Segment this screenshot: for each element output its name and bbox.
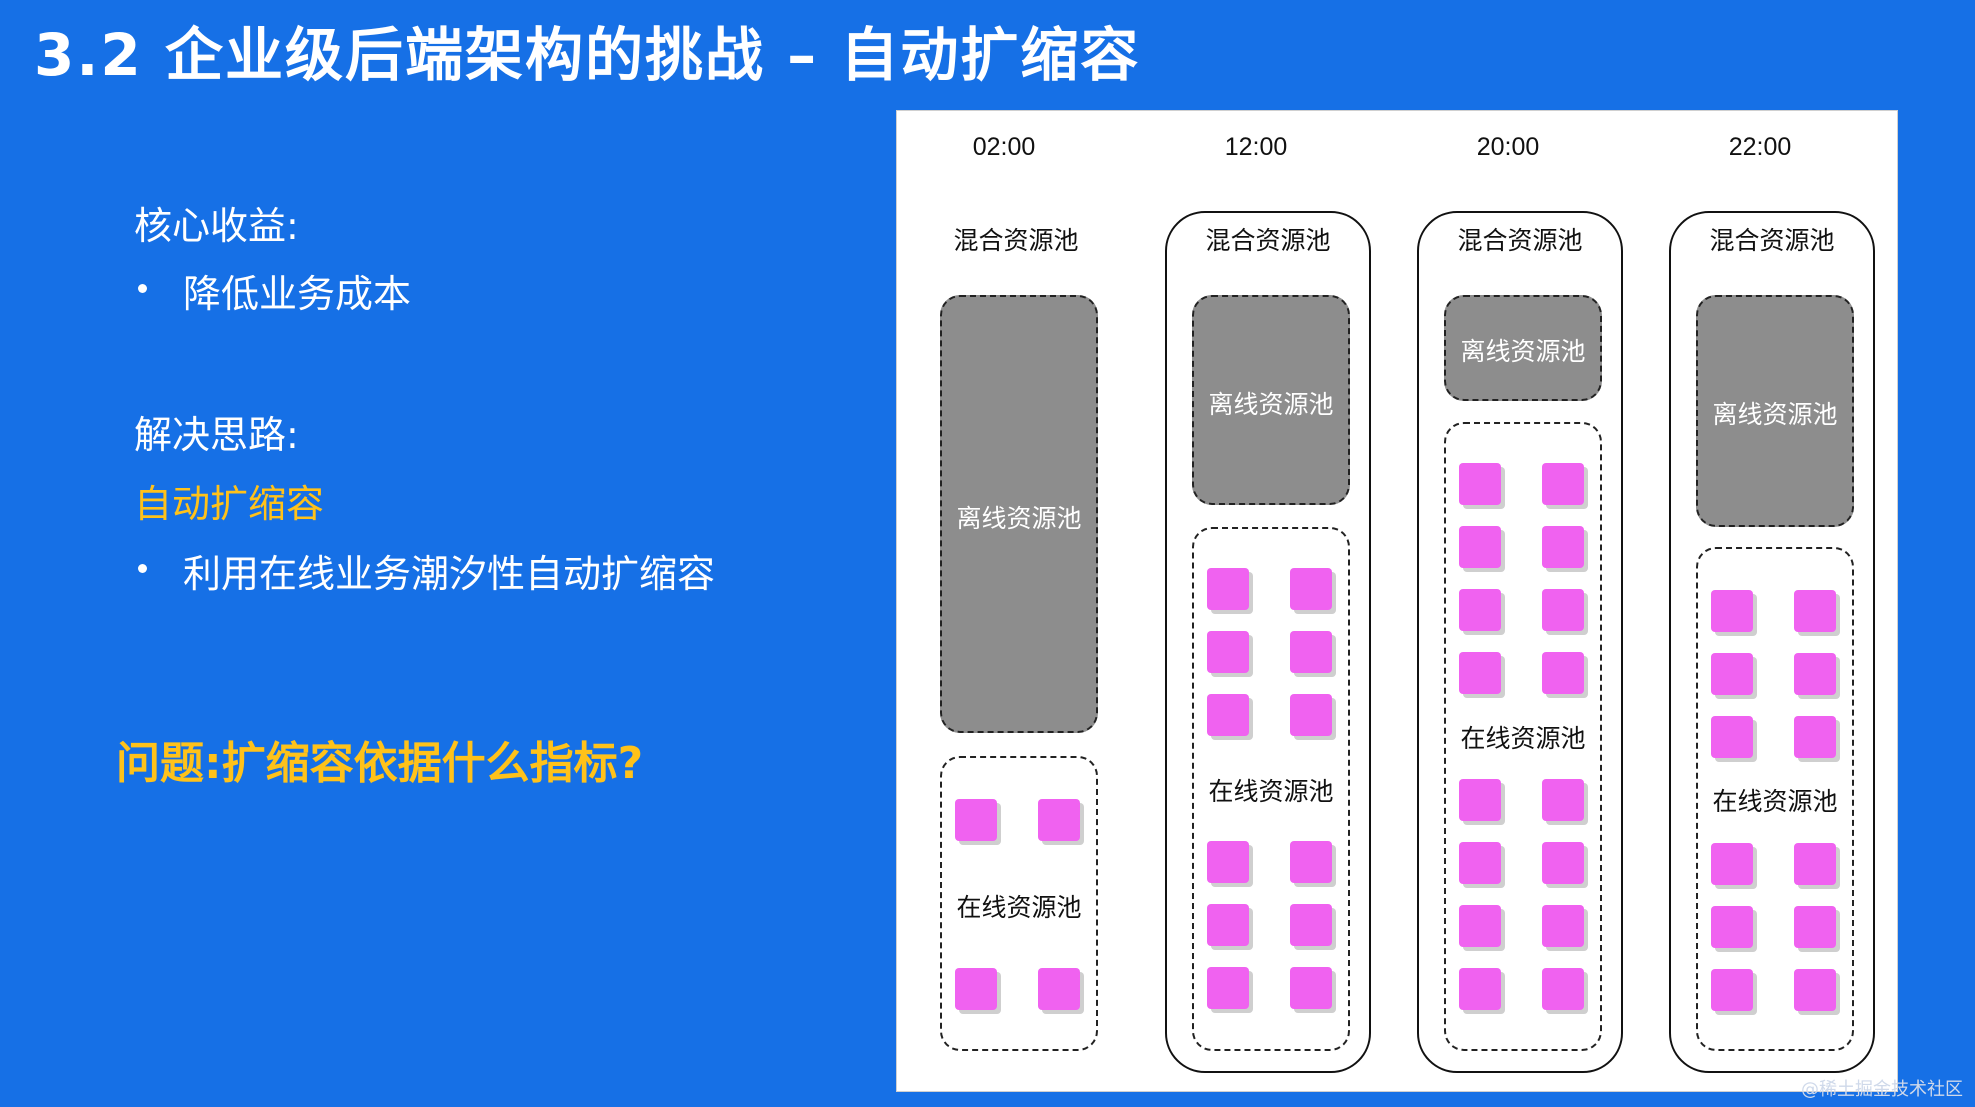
online-node bbox=[1542, 589, 1584, 631]
online-node bbox=[1794, 653, 1836, 695]
online-node bbox=[1794, 716, 1836, 758]
time-label: 20:00 bbox=[1476, 133, 1540, 161]
online-node bbox=[955, 968, 997, 1010]
mixed-pool-label: 混合资源池 bbox=[1457, 226, 1583, 255]
online-node bbox=[1207, 568, 1249, 610]
approach-heading: 解决思路: bbox=[134, 413, 299, 457]
approach-highlight: 自动扩缩容 bbox=[134, 482, 325, 526]
time-label: 12:00 bbox=[1224, 133, 1288, 161]
offline-pool-label: 离线资源池 bbox=[1208, 390, 1334, 419]
online-pool bbox=[1192, 527, 1350, 1051]
offline-pool bbox=[1696, 295, 1854, 527]
online-node bbox=[1290, 568, 1332, 610]
online-node bbox=[1290, 967, 1332, 1009]
online-node bbox=[1459, 652, 1501, 694]
offline-pool bbox=[1192, 295, 1350, 505]
online-node bbox=[1459, 905, 1501, 947]
mixed-pool bbox=[1417, 211, 1623, 1073]
mixed-pool-label: 混合资源池 bbox=[1205, 226, 1331, 255]
online-node bbox=[1290, 694, 1332, 736]
bullet-icon bbox=[138, 284, 147, 293]
online-node bbox=[1542, 526, 1584, 568]
online-node bbox=[1542, 779, 1584, 821]
online-node bbox=[1542, 652, 1584, 694]
online-node bbox=[1459, 589, 1501, 631]
online-node bbox=[1207, 967, 1249, 1009]
online-node bbox=[1794, 590, 1836, 632]
mixed-pool-label: 混合资源池 bbox=[1709, 226, 1835, 255]
online-node bbox=[1711, 906, 1753, 948]
offline-pool bbox=[940, 295, 1098, 733]
online-node bbox=[1459, 526, 1501, 568]
online-node bbox=[1207, 631, 1249, 673]
mixed-pool bbox=[1165, 211, 1371, 1073]
offline-pool-label: 离线资源池 bbox=[956, 504, 1082, 533]
online-node bbox=[1542, 905, 1584, 947]
benefit-item: 降低业务成本 bbox=[183, 272, 412, 316]
online-node bbox=[1711, 653, 1753, 695]
mixed-pool bbox=[1669, 211, 1875, 1073]
online-node bbox=[1207, 694, 1249, 736]
online-node bbox=[1542, 463, 1584, 505]
offline-pool-label: 离线资源池 bbox=[1712, 400, 1838, 429]
online-node bbox=[1794, 906, 1836, 948]
bullet-icon bbox=[138, 564, 147, 573]
benefits-heading: 核心收益: bbox=[134, 204, 299, 248]
time-label: 02:00 bbox=[972, 133, 1036, 161]
online-node bbox=[1542, 968, 1584, 1010]
online-node bbox=[1459, 779, 1501, 821]
online-node bbox=[1038, 968, 1080, 1010]
mixed-pool-label: 混合资源池 bbox=[953, 226, 1079, 255]
online-node bbox=[1711, 590, 1753, 632]
autoscaling-diagram: 02:00 混合资源池 离线资源池 在线资源池 12:00 混合资源池 离线资源… bbox=[896, 110, 1898, 1092]
online-node bbox=[1290, 631, 1332, 673]
online-node bbox=[1794, 843, 1836, 885]
online-node bbox=[1794, 969, 1836, 1011]
online-node bbox=[1207, 841, 1249, 883]
online-node bbox=[1290, 904, 1332, 946]
online-node bbox=[1038, 799, 1080, 841]
offline-pool-label: 离线资源池 bbox=[1460, 337, 1586, 366]
online-pool-label: 在线资源池 bbox=[1712, 787, 1838, 816]
online-node bbox=[1459, 463, 1501, 505]
online-pool-label: 在线资源池 bbox=[1208, 777, 1334, 806]
watermark: @稀土掘金技术社区 bbox=[1801, 1079, 1963, 1100]
slide-title: 3.2 企业级后端架构的挑战 – 自动扩缩容 bbox=[34, 21, 1141, 89]
online-node bbox=[1542, 842, 1584, 884]
online-node bbox=[1459, 842, 1501, 884]
online-node bbox=[955, 799, 997, 841]
online-node bbox=[1207, 904, 1249, 946]
online-node bbox=[1290, 841, 1332, 883]
question-text: 问题:扩缩容依据什么指标? bbox=[116, 738, 644, 789]
online-pool-label: 在线资源池 bbox=[1460, 724, 1586, 753]
time-label: 22:00 bbox=[1728, 133, 1792, 161]
online-pool-label: 在线资源池 bbox=[956, 893, 1082, 922]
online-node bbox=[1459, 968, 1501, 1010]
offline-pool bbox=[1444, 295, 1602, 401]
online-node bbox=[1711, 716, 1753, 758]
online-node bbox=[1711, 843, 1753, 885]
approach-item: 利用在线业务潮汐性自动扩缩容 bbox=[183, 552, 716, 596]
online-node bbox=[1711, 969, 1753, 1011]
